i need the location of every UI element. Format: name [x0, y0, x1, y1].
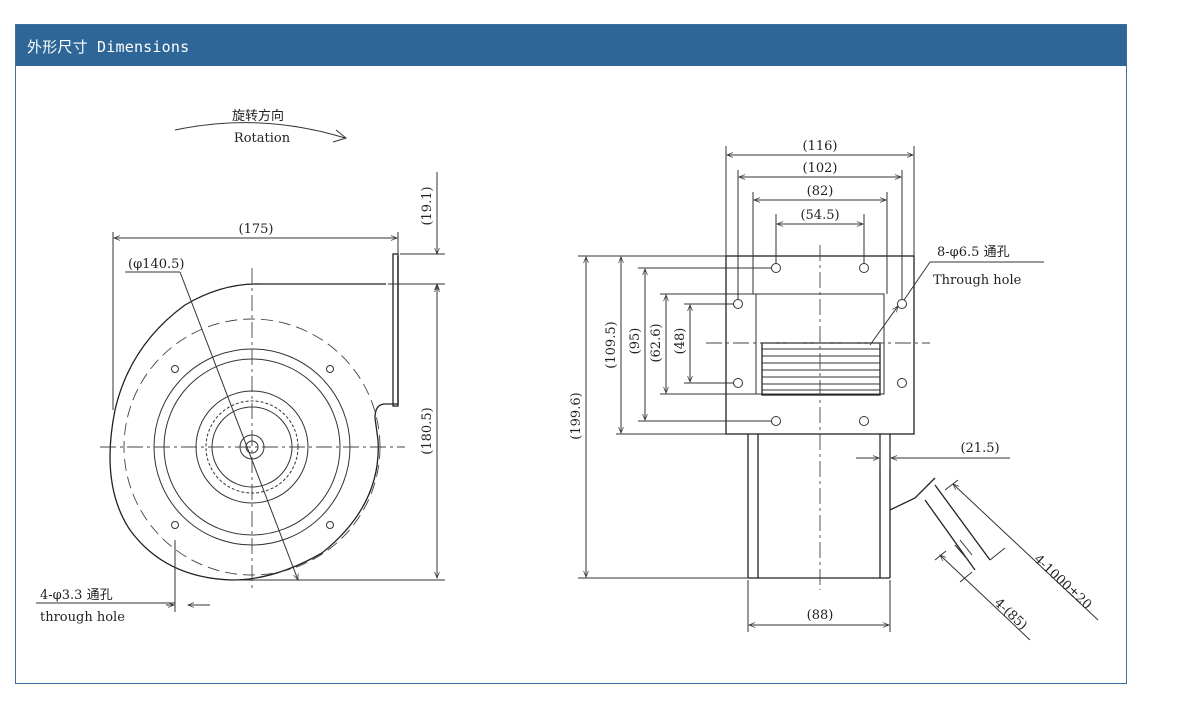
front-dim-95: (95): [628, 328, 643, 355]
front-dim-21-5: (21.5): [960, 441, 999, 456]
front-dim-88: (88): [807, 608, 834, 623]
front-dim-199-6: (199.6): [569, 392, 584, 439]
front-dim-116: (116): [803, 139, 838, 154]
front-hole-note-en: Through hole: [933, 273, 1022, 288]
front-view: (116) (102) (82) (54.5) 8-φ6.5 通孔 Throug…: [569, 139, 1099, 641]
side-width-label: (175): [239, 222, 274, 237]
rotation-label-cn: 旋转方向: [232, 108, 284, 124]
front-lead-strip: 4-(85): [991, 596, 1030, 634]
panel-title: 外形尺寸 Dimensions: [27, 38, 190, 56]
side-view: (φ140.5) (175) (19.1) (180.5) 4-φ3.3 通孔 …: [36, 172, 445, 625]
side-hole-note-cn: 4-φ3.3 通孔: [40, 588, 113, 603]
rotation-arrowhead-icon: [332, 129, 348, 143]
front-dim-82: (82): [807, 184, 834, 199]
rotation-label-en: Rotation: [234, 131, 291, 146]
front-dim-109-5: (109.5): [604, 321, 619, 368]
side-flange-label: (19.1): [420, 186, 435, 225]
front-hole-note-cn: 8-φ6.5 通孔: [937, 245, 1010, 260]
rotation-indicator: 旋转方向 Rotation: [174, 108, 348, 146]
front-lead-length: 4-1000±20: [1031, 552, 1095, 613]
front-dim-102: (102): [803, 161, 838, 176]
rotation-arrow-icon: [174, 122, 346, 139]
front-dim-48: (48): [673, 328, 688, 355]
side-height-label: (180.5): [420, 407, 435, 454]
side-diameter-label: (φ140.5): [128, 257, 184, 272]
dimensions-panel: 外形尺寸 Dimensions: [15, 24, 1127, 684]
front-dim-54-5: (54.5): [800, 208, 839, 223]
front-dim-62-6: (62.6): [649, 323, 664, 362]
panel-header: 外形尺寸 Dimensions: [16, 25, 1126, 66]
side-hole-note-en: through hole: [40, 610, 125, 625]
